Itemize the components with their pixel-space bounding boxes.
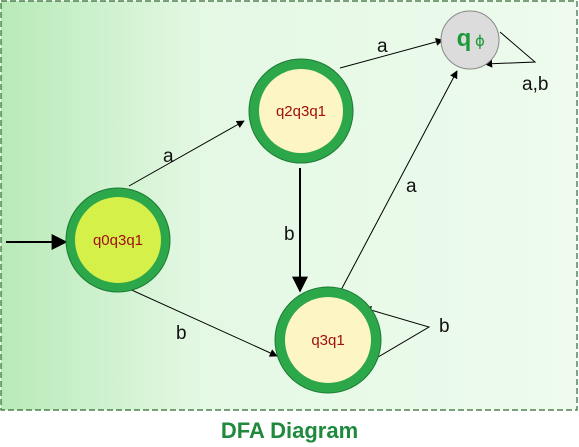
- state-dead: q ϕ: [440, 10, 500, 70]
- state-dead-label: q: [457, 25, 472, 52]
- state-start: q0q3q1: [65, 187, 171, 293]
- label-s1-to-s2: b: [284, 224, 295, 245]
- label-s2-to-dead: a: [406, 176, 417, 197]
- edge-dead-self-loop: [484, 31, 537, 68]
- edge-s1-to-dead: [339, 38, 444, 69]
- diagram-title: DFA Diagram: [220, 418, 359, 443]
- edge-s2-to-dead: [339, 70, 458, 293]
- state-s1-label: q2q3q1: [276, 103, 326, 120]
- edge-start-to-s2: [124, 286, 278, 357]
- label-start-to-s2: b: [176, 323, 187, 344]
- label-s1-to-dead: a: [377, 36, 388, 57]
- label-s2-self: b: [439, 316, 450, 337]
- label-dead-self: a,b: [522, 74, 548, 95]
- state-s2-label: q3q1: [311, 332, 344, 349]
- label-start-to-s1: a: [163, 146, 174, 167]
- state-dead-subscript: ϕ: [475, 32, 485, 50]
- state-s1: q2q3q1: [248, 58, 354, 164]
- edge-s2-self-loop: [363, 306, 431, 361]
- state-s2: q3q1: [274, 286, 382, 394]
- state-start-label: q0q3q1: [93, 232, 143, 249]
- edge-start-to-s1: [128, 120, 245, 187]
